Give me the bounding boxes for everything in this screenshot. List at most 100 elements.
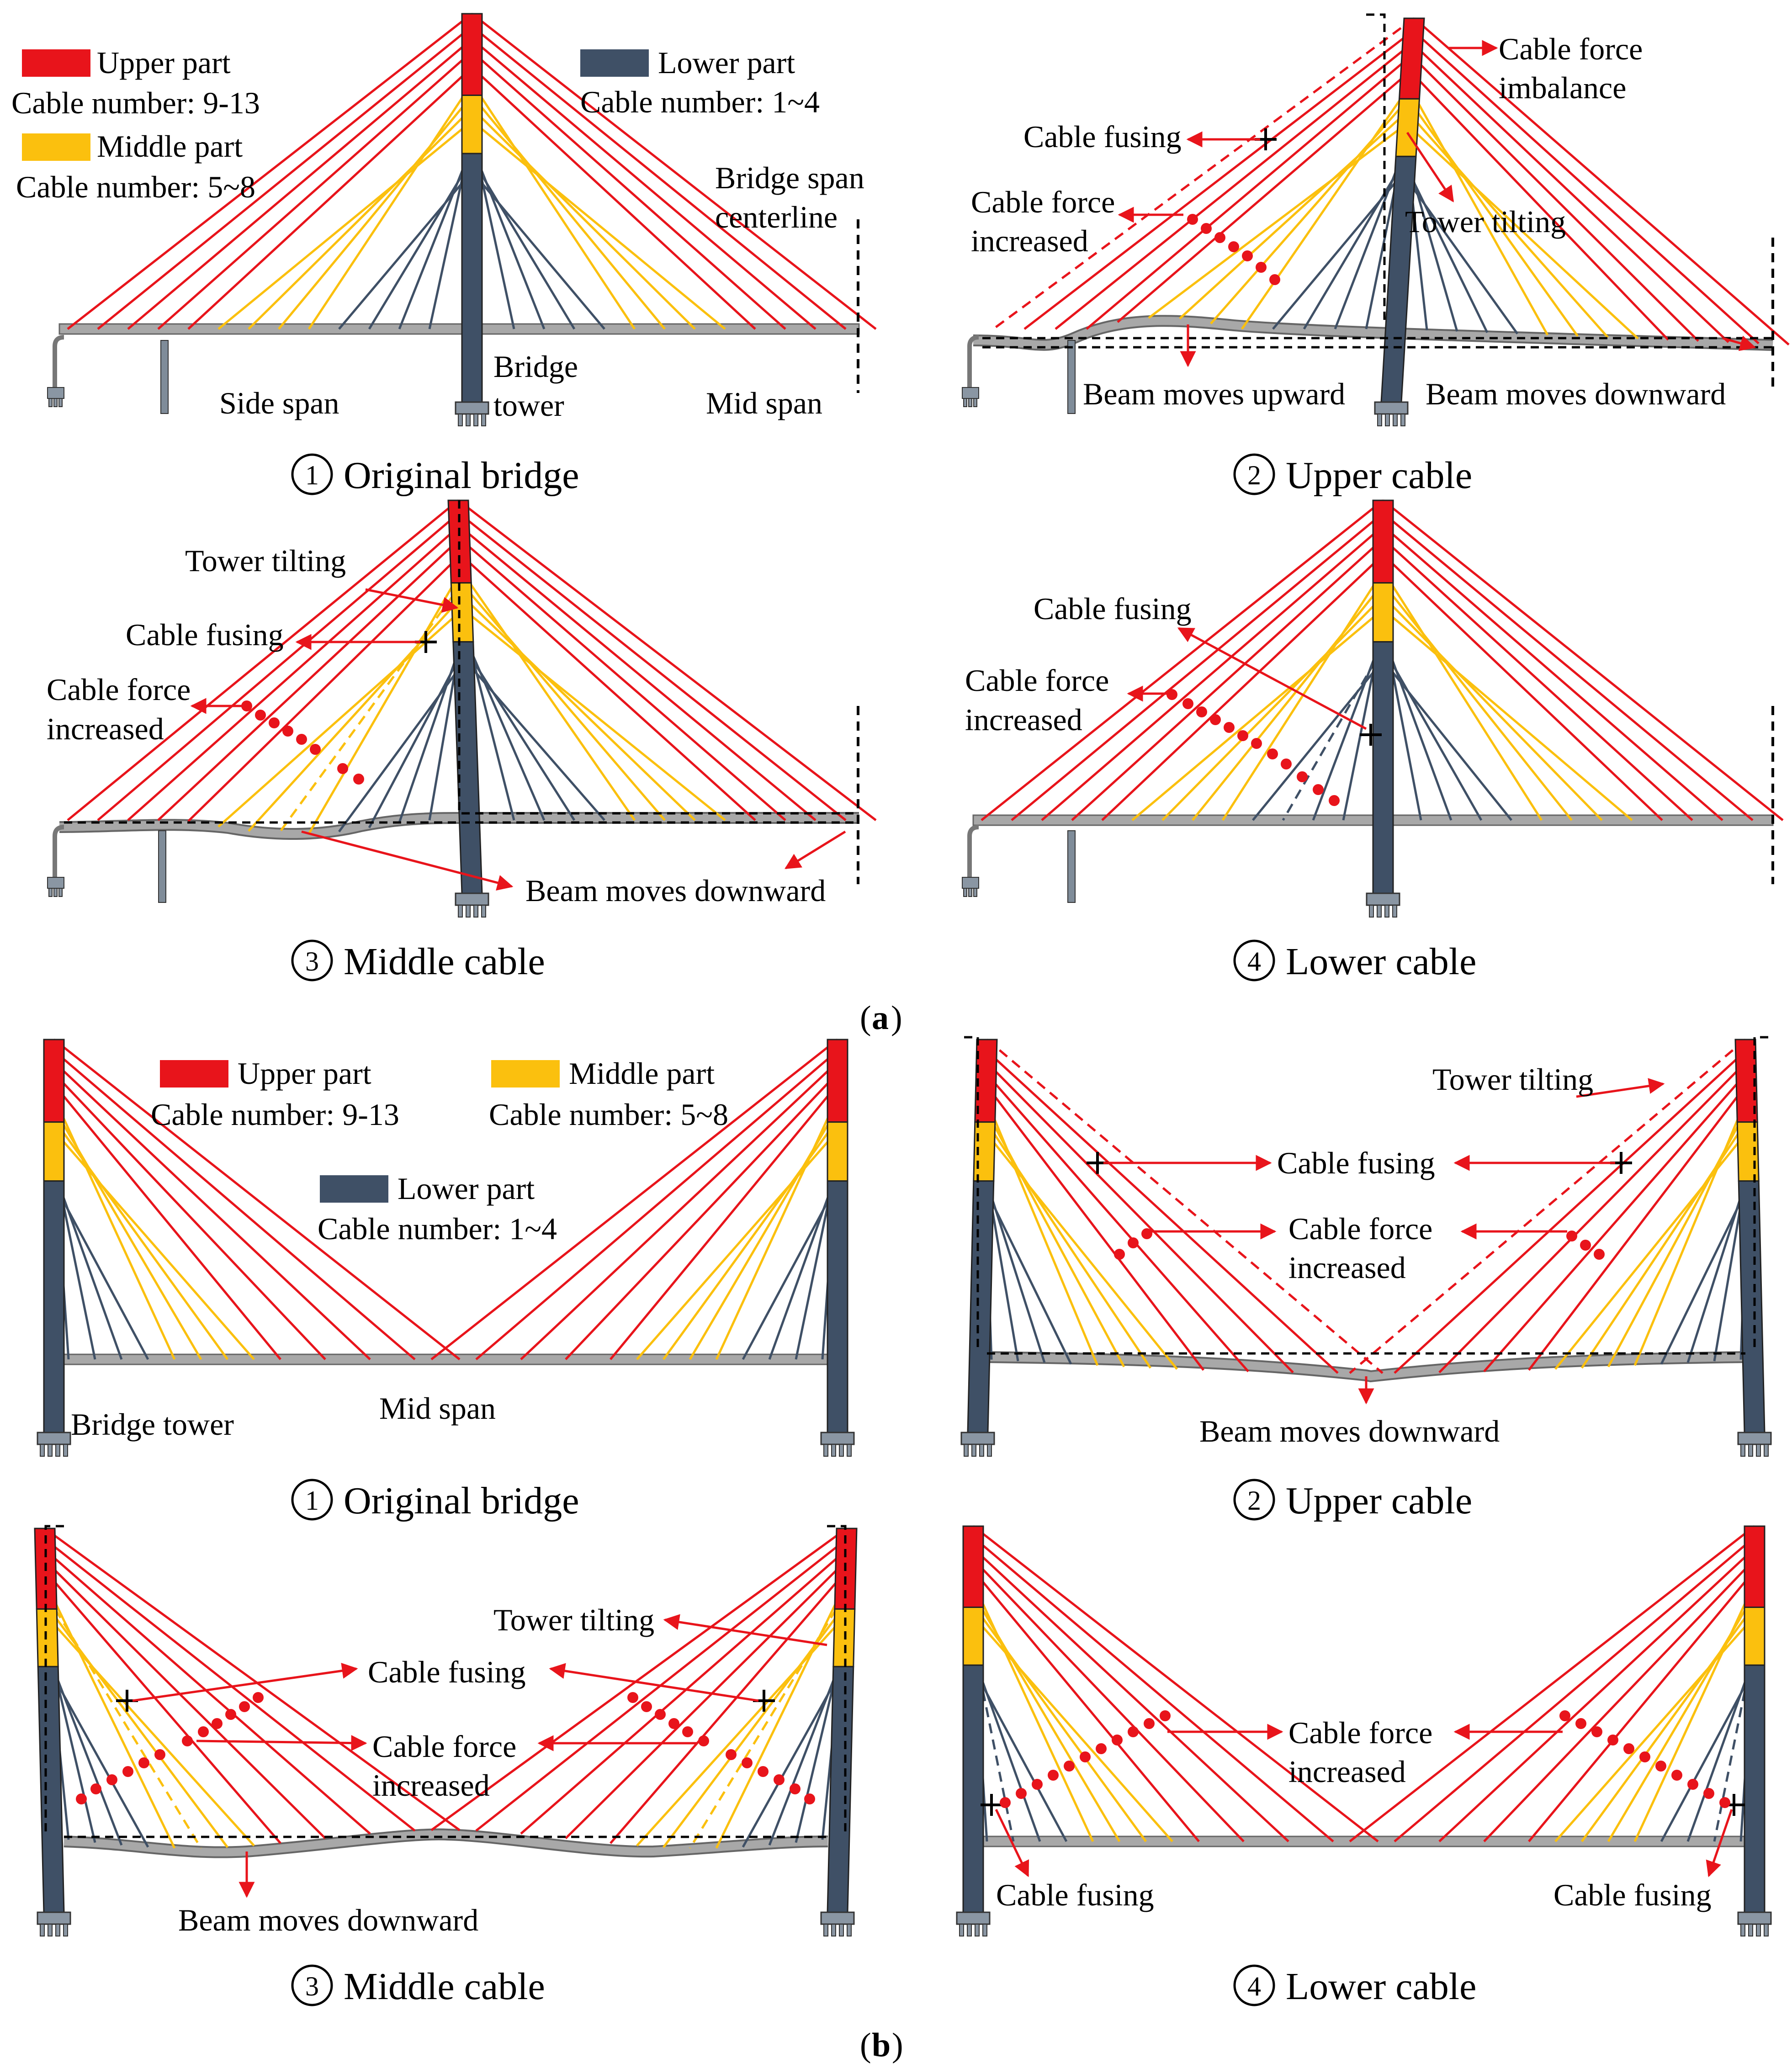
- a2-cable-right-5: [1408, 86, 1549, 336]
- a4-force-dot-5: [1237, 730, 1248, 741]
- a4-cable-right-7: [1382, 595, 1603, 821]
- b4-fusing-right-label: Cable fusing: [1553, 1878, 1712, 1912]
- a2-cable-right-6: [1407, 98, 1579, 337]
- b4-cable-left-13: [972, 1525, 1379, 1842]
- a3-cable-left-10: [157, 538, 461, 821]
- a2-cable-left-6: [1210, 98, 1409, 324]
- legend-upper-numbers-a: Cable number: 9-13: [11, 85, 260, 120]
- svg-text:b: b: [872, 2027, 891, 2064]
- b3-cable-left-7: [46, 1605, 229, 1848]
- b3-cable-left-8: [46, 1616, 255, 1846]
- b3-cable-left-12: [44, 1538, 416, 1832]
- a2-tower-tilting-label: Tower tilting: [1405, 204, 1566, 239]
- a3-abutment-pile-1: [53, 888, 58, 897]
- svg-text:1: 1: [305, 1485, 319, 1516]
- a1-tower-pile-2: [473, 414, 478, 426]
- b3-tower-right-seg-2: [827, 1666, 854, 1913]
- b2-tower-right-pile-cap: [1737, 1432, 1772, 1445]
- b3-cable-right-4: [742, 1667, 844, 1848]
- b2-cable-right-6: [1607, 1108, 1749, 1368]
- a4-force-dot-9: [1297, 771, 1308, 782]
- svg-text:Lower cable: Lower cable: [1286, 940, 1476, 983]
- a3-tower-pile-0: [458, 905, 463, 918]
- b3-tower-left-pile-0: [40, 1924, 45, 1936]
- legend-lower-title-a: Lower part: [658, 45, 795, 80]
- a1-centerline-label-1: Bridge span: [715, 160, 864, 195]
- a3-cable-right-13: [457, 499, 877, 821]
- a4-cable-left-11: [1041, 525, 1384, 821]
- a4-cable-right-13: [1382, 499, 1784, 821]
- a4-cable-right-9: [1382, 554, 1663, 821]
- a3-cable-right-12: [458, 512, 847, 821]
- b4-force-dot-left-10: [1160, 1710, 1171, 1721]
- a1-cable-left-12: [97, 25, 473, 330]
- b4-tower-left-pile-3: [982, 1924, 987, 1936]
- a3-tower-pile-1: [466, 905, 471, 918]
- b2-tower-right-pile-0: [1740, 1444, 1745, 1457]
- a4-tower-seg-0: [1372, 499, 1394, 584]
- svg-text:4: 4: [1247, 1971, 1261, 2001]
- b2-tower-left-pile-3: [987, 1444, 992, 1457]
- b3-force-dot-left-5: [154, 1749, 165, 1760]
- legend-swatch-middle-b: [491, 1060, 560, 1088]
- a4-force-dot-1: [1182, 698, 1193, 709]
- b3-cable-left-4: [48, 1667, 149, 1848]
- a2-abutment-pile-1: [968, 398, 972, 407]
- b2-cable-right-13: [1349, 1039, 1746, 1374]
- a1-tower-label-1: Bridge: [493, 349, 578, 384]
- a4-cable-right-4: [1382, 659, 1512, 821]
- b2-tower-tilting-label: Tower tilting: [1432, 1062, 1593, 1097]
- b4-force-dot-right-9: [1575, 1718, 1586, 1729]
- b1-tower-right-pile-0: [823, 1444, 828, 1457]
- a1-cable-left-7: [248, 107, 473, 330]
- a3-cable-right-7: [461, 595, 696, 821]
- b4-cable-right-11: [1438, 1547, 1755, 1842]
- svg-text:3: 3: [305, 1971, 319, 2001]
- b4-cable-right-7: [1580, 1604, 1756, 1842]
- legend-middle-title-a: Middle part: [97, 129, 243, 164]
- legend-upper-title-b: Upper part: [238, 1056, 371, 1091]
- b4-increased-label-2: increased: [1288, 1754, 1406, 1789]
- a4-cable-right-3: [1382, 647, 1483, 821]
- a2-cable-right-7: [1406, 111, 1609, 339]
- b3-force-dot-left-11: [253, 1692, 264, 1703]
- a3-cable-left-11: [127, 525, 461, 821]
- legend-swatch-upper-a: [22, 49, 90, 77]
- b4-force-dot-right-10: [1559, 1710, 1570, 1721]
- b4-cable-right-6: [1607, 1593, 1756, 1842]
- b1-cable-right-13: [430, 1039, 838, 1360]
- b1-tower-left-pile-1: [48, 1444, 53, 1457]
- a4-tower-pile-cap: [1366, 892, 1400, 906]
- b1-cable-right-9: [610, 1083, 838, 1360]
- a2-imbalance-label-1: Cable force: [1499, 32, 1643, 66]
- a1-tower-pile-3: [481, 414, 486, 426]
- b4-tower-right-seg-1: [1744, 1606, 1765, 1666]
- b1-tower-right-pile-cap: [820, 1432, 855, 1445]
- a4-force-dot-4: [1224, 722, 1235, 733]
- a4-abutment-pile-0: [963, 888, 967, 897]
- b4-increased-label-1: Cable force: [1288, 1715, 1432, 1750]
- b3-cable-right-10: [565, 1560, 847, 1840]
- b2-cable-right-4: [1660, 1183, 1751, 1365]
- a2-increased-label-2: increased: [971, 223, 1088, 258]
- a4-tower-seg-1: [1372, 582, 1394, 643]
- b2-tower-right-seg-2: [1738, 1180, 1765, 1433]
- a2-cable-right-8: [1405, 123, 1639, 340]
- a3-cable-left-12: [97, 512, 460, 821]
- b3-force-dot-right-0: [804, 1793, 815, 1804]
- a4-cable-left-3: [1282, 647, 1384, 821]
- a1-cable-left-3: [368, 158, 473, 330]
- svg-text:4: 4: [1247, 946, 1261, 976]
- b3-force-dot-right-6: [698, 1735, 709, 1746]
- b4-force-dot-right-8: [1591, 1726, 1602, 1737]
- a1-abutment: [53, 335, 64, 392]
- b3-force-dot-left-10: [239, 1701, 250, 1712]
- a3-tower-seg-1: [450, 582, 474, 643]
- caption-b2: 2 Upper cable: [1233, 1479, 1472, 1522]
- svg-text:a: a: [872, 999, 889, 1037]
- b1-cable-right-11: [520, 1061, 838, 1360]
- a2-abutment-pile-2: [973, 398, 977, 407]
- a2-cable-right-9: [1409, 70, 1669, 341]
- a1-cable-right-5: [471, 82, 636, 330]
- a2-original-tower-outline: [1366, 13, 1386, 320]
